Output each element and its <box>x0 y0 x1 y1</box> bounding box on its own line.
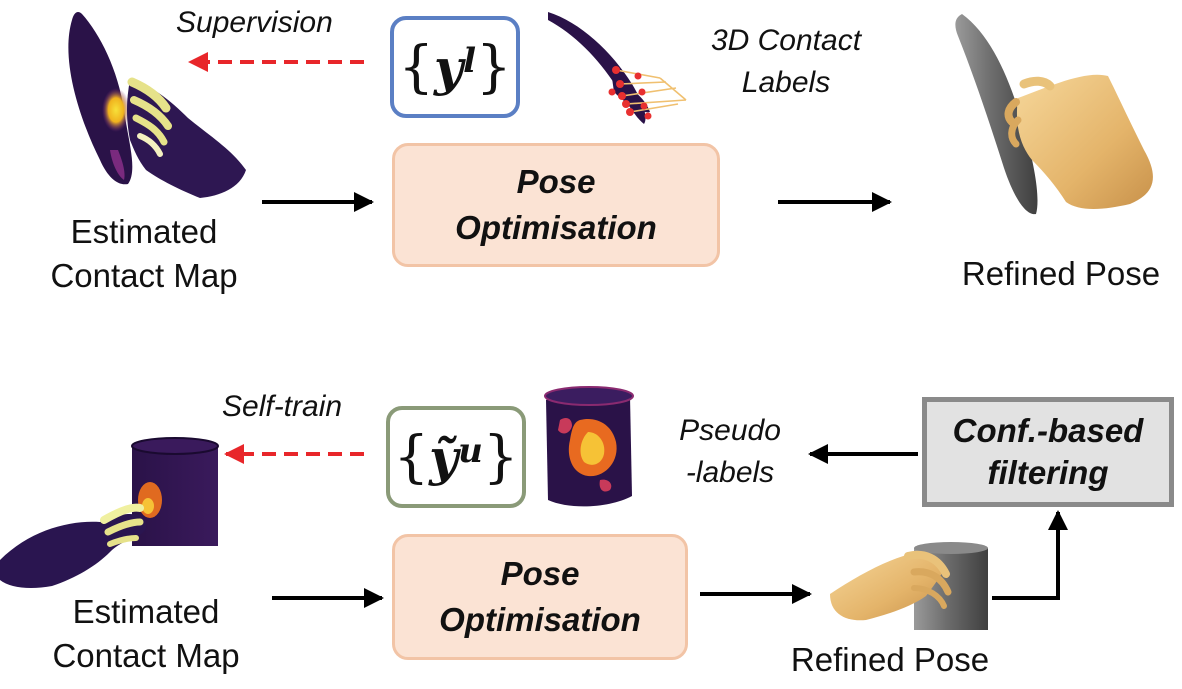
contact-labels-line1: 3D Contact <box>710 24 862 57</box>
labels-superscript: l <box>463 41 476 81</box>
left-brace: { <box>393 424 430 490</box>
banana-refined-pose-icon <box>955 14 1153 215</box>
filter-line1: Conf.-based <box>952 412 1144 449</box>
top-refined-pose-label: Refined Pose <box>961 255 1161 292</box>
contact-labels-caption: 3D Contact Labels <box>688 20 884 104</box>
pseudo-line2: -labels <box>685 456 775 489</box>
pseudo-superscript: u <box>458 431 483 471</box>
confidence-filtering-box: Conf.-based filtering <box>922 397 1174 507</box>
labels-variable: y <box>434 37 464 97</box>
contact-map-line: Contact Map <box>52 637 240 674</box>
estimated-line: Estimated <box>72 593 220 630</box>
arrows <box>188 52 1068 608</box>
banana-contact-map-icon <box>68 12 246 198</box>
pseudo-line1: Pseudo <box>679 414 781 447</box>
bottom-pose-optimisation-box: Pose Optimisation <box>392 534 688 660</box>
refined-to-filter-arrow <box>992 510 1068 600</box>
right-brace: } <box>475 34 512 100</box>
cylinder-pseudo-label-icon <box>544 386 634 507</box>
bottom-refined-pose-label: Refined Pose <box>790 641 990 678</box>
contact-map-line: Contact Map <box>50 257 238 294</box>
cylinder-refined-pose-icon <box>830 542 988 630</box>
self-train-label: Self-train <box>222 390 343 423</box>
pose-optimisation-line2: Optimisation <box>455 209 657 246</box>
contact-labels-line2: Labels <box>741 66 831 99</box>
pseudo-variable: ỹ <box>429 427 459 487</box>
supervision-label: Supervision <box>176 6 333 39</box>
left-brace: { <box>398 34 434 100</box>
banana-keypoint-labels-icon <box>548 12 687 124</box>
cylinder-contact-map-icon <box>0 437 219 588</box>
top-estimated-contact-map-label: Estimated Contact Map <box>26 210 262 298</box>
pseudo-labels-caption: Pseudo -labels <box>662 410 798 494</box>
pose-optimisation-line1: Pose <box>500 555 580 592</box>
pose-optimisation-line1: Pose <box>516 163 596 200</box>
filter-line2: filtering <box>987 454 1109 491</box>
top-pose-optimisation-box: Pose Optimisation <box>392 143 720 267</box>
bottom-estimated-contact-map-label: Estimated Contact Map <box>28 590 264 678</box>
right-brace: } <box>482 424 519 490</box>
pose-optimisation-line2: Optimisation <box>439 601 641 638</box>
estimated-line: Estimated <box>70 213 218 250</box>
